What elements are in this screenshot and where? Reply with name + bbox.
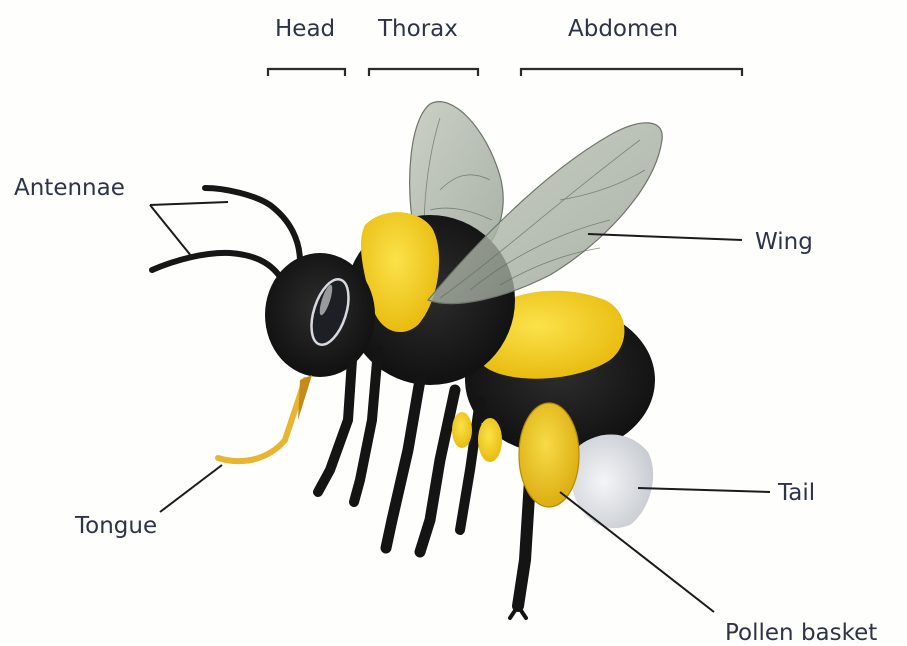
thorax-label: Thorax	[378, 18, 458, 41]
pollen-basket-illustration	[519, 403, 579, 507]
head-label: Head	[275, 18, 335, 41]
leg-pollen-tuft-small	[452, 412, 472, 448]
antennae-leader	[150, 202, 228, 205]
tail-white	[570, 435, 653, 529]
tail-label: Tail	[778, 482, 815, 505]
tongue-label: Tongue	[75, 515, 157, 538]
tongue-illustration	[218, 380, 305, 461]
tail-leader	[638, 488, 770, 492]
thorax-bracket	[369, 69, 478, 76]
wing-leader	[588, 234, 742, 240]
antennae-leader-2	[150, 205, 192, 257]
antennae-label: Antennae	[14, 177, 125, 200]
abdomen-label: Abdomen	[568, 18, 678, 41]
segment-brackets	[268, 69, 742, 76]
leg-pollen-tuft	[478, 418, 502, 462]
pollen-basket-label: Pollen basket	[725, 622, 877, 645]
head-bracket	[268, 69, 345, 76]
wing-label: Wing	[755, 231, 813, 254]
tongue-leader	[160, 465, 222, 512]
abdomen-bracket	[521, 69, 742, 76]
